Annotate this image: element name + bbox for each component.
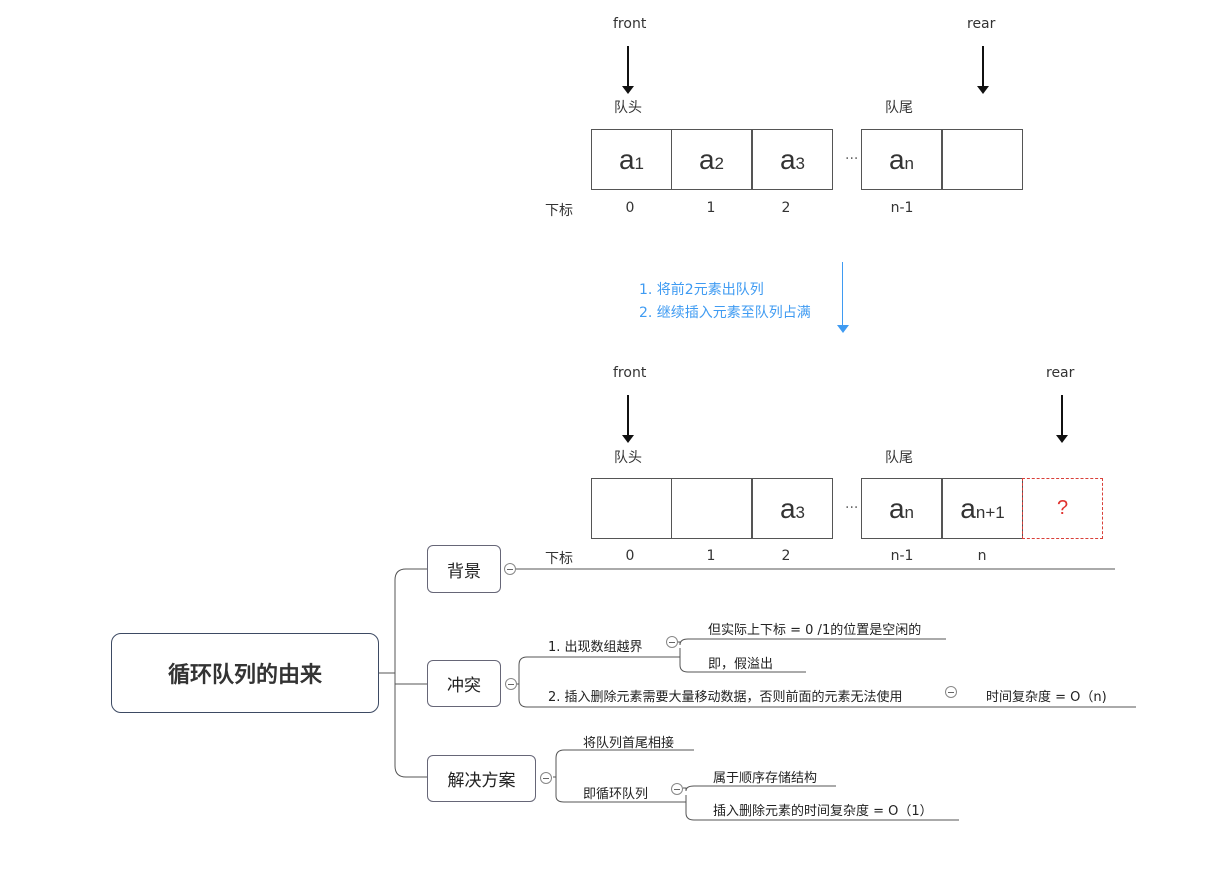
rear-arrow-head bbox=[977, 86, 989, 94]
queue-head-label: 队头 bbox=[614, 450, 642, 466]
rear-pointer-label: rear bbox=[967, 16, 996, 32]
rear-pointer-label: rear bbox=[1046, 365, 1075, 381]
topic-background[interactable]: 背景 bbox=[427, 545, 501, 593]
index-label: 1 bbox=[706, 200, 716, 216]
solution-item-2-detail-2[interactable]: 插入删除元素的时间复杂度 = O（1） bbox=[713, 804, 933, 819]
topic-solution[interactable]: 解决方案 bbox=[427, 755, 536, 802]
collapse-icon[interactable] bbox=[666, 636, 678, 648]
mindmap-root[interactable]: 循环队列的由来 bbox=[111, 633, 379, 713]
index-label: n bbox=[977, 548, 987, 564]
index-label: 0 bbox=[625, 548, 635, 564]
transition-arrow-line bbox=[842, 262, 843, 326]
collapse-icon[interactable] bbox=[504, 563, 516, 575]
collapse-icon[interactable] bbox=[540, 772, 552, 784]
conflict-item-2-detail[interactable]: 时间复杂度 = O（n) bbox=[986, 690, 1107, 705]
index-label: 1 bbox=[706, 548, 716, 564]
ellipsis: ··· bbox=[845, 500, 859, 516]
index-label: 2 bbox=[781, 200, 791, 216]
index-title: 下标 bbox=[545, 203, 573, 219]
transition-step-2: 2. 继续插入元素至队列占满 bbox=[639, 305, 811, 321]
rear-arrow-head bbox=[1056, 435, 1068, 443]
front-pointer-label: front bbox=[613, 16, 647, 32]
front-arrow-line bbox=[627, 395, 629, 435]
solution-item-2[interactable]: 即循环队列 bbox=[583, 787, 649, 802]
front-arrow-head bbox=[622, 86, 634, 94]
conflict-item-1-detail-1[interactable]: 但实际上下标 = 0 /1的位置是空闲的 bbox=[708, 623, 922, 638]
queue-head-label: 队头 bbox=[614, 100, 642, 116]
queue-tail-label: 队尾 bbox=[885, 100, 913, 116]
overflow-cell: ? bbox=[1022, 478, 1103, 539]
conflict-item-2[interactable]: 2. 插入删除元素需要大量移动数据，否则前面的元素无法使用 bbox=[548, 690, 903, 705]
collapse-icon[interactable] bbox=[945, 686, 957, 698]
index-label: 0 bbox=[625, 200, 635, 216]
index-title: 下标 bbox=[545, 551, 573, 567]
queue-tail-label: 队尾 bbox=[885, 450, 913, 466]
collapse-icon[interactable] bbox=[671, 783, 683, 795]
front-arrow-line bbox=[627, 46, 629, 86]
index-label: 2 bbox=[781, 548, 791, 564]
rear-arrow-line bbox=[1061, 395, 1063, 435]
ellipsis: ··· bbox=[845, 151, 859, 167]
front-arrow-head bbox=[622, 435, 634, 443]
queue-cell-empty bbox=[942, 129, 1023, 190]
topic-conflict[interactable]: 冲突 bbox=[427, 660, 501, 707]
solution-item-2-detail-1[interactable]: 属于顺序存储结构 bbox=[713, 771, 818, 786]
queue-cell-empty bbox=[671, 478, 752, 539]
conflict-item-1[interactable]: 1. 出现数组越界 bbox=[548, 640, 643, 655]
conflict-item-1-detail-2[interactable]: 即，假溢出 bbox=[708, 657, 774, 672]
transition-step-1: 1. 将前2元素出队列 bbox=[639, 282, 764, 298]
rear-arrow-line bbox=[982, 46, 984, 86]
solution-item-1[interactable]: 将队列首尾相接 bbox=[583, 736, 675, 751]
transition-arrow-head bbox=[837, 325, 849, 333]
front-pointer-label: front bbox=[613, 365, 647, 381]
index-label: n-1 bbox=[890, 200, 914, 216]
collapse-icon[interactable] bbox=[505, 678, 517, 690]
index-label: n-1 bbox=[890, 548, 914, 564]
